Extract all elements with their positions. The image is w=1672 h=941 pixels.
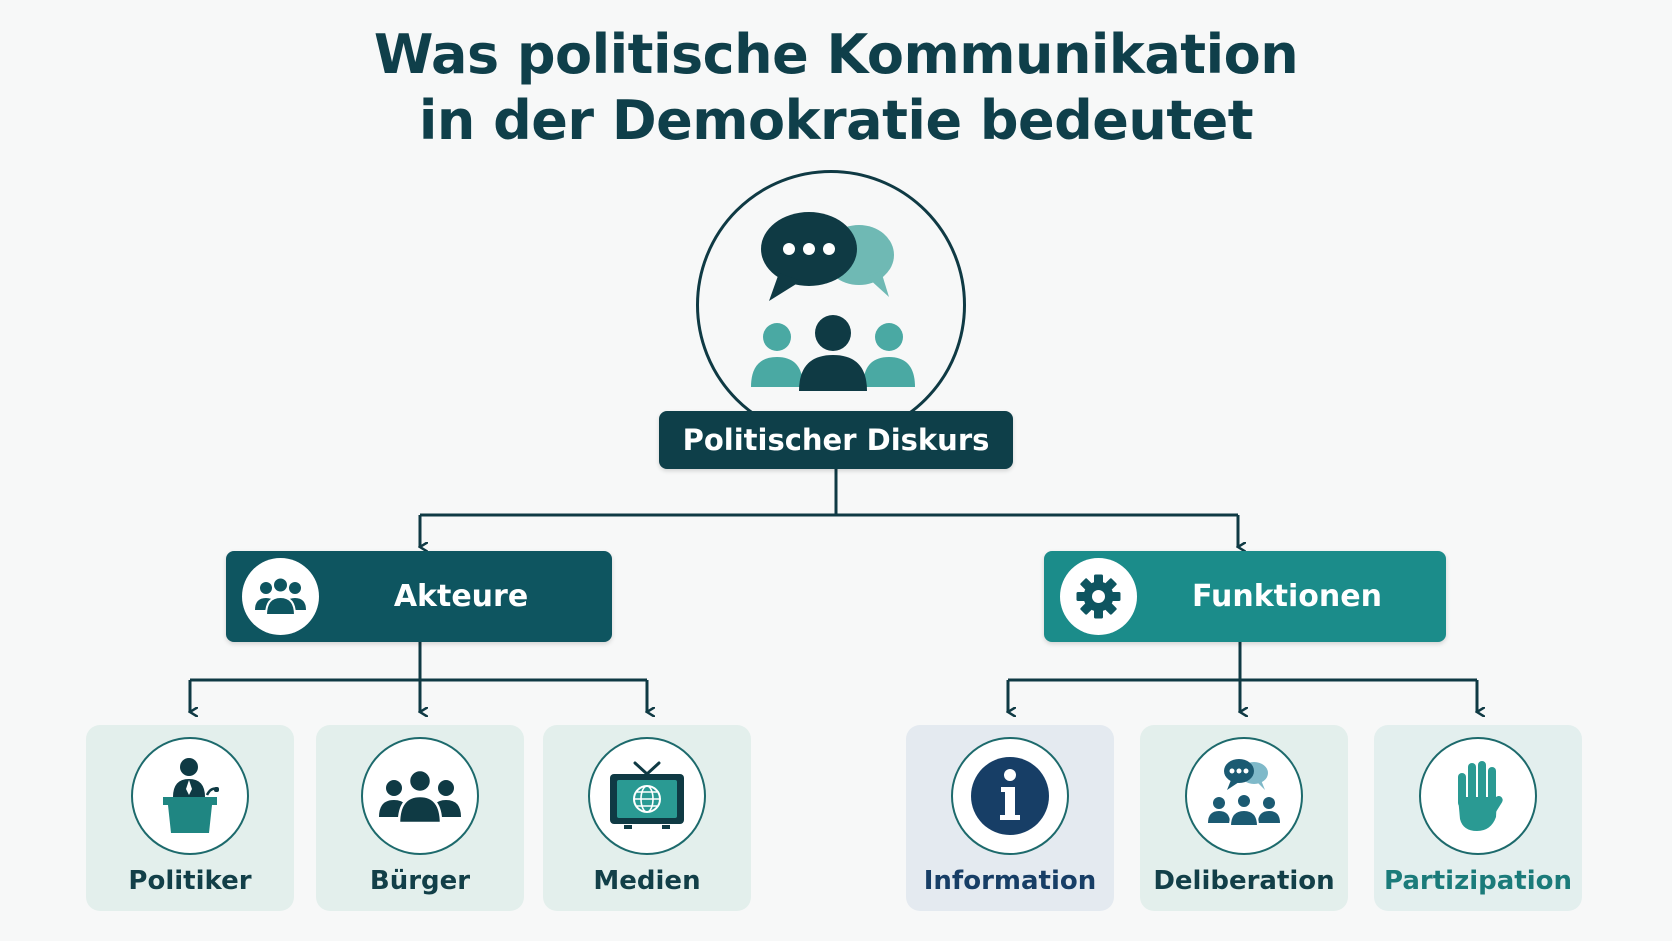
leaf-buerger-label: Bürger (369, 866, 471, 896)
leaf-buerger: Bürger (316, 725, 524, 911)
leaf-information-icon-circle (951, 737, 1069, 855)
leaf-medien-icon-circle (588, 737, 706, 855)
category-funktionen-label: Funktionen (1192, 579, 1382, 614)
info-icon (971, 757, 1049, 835)
category-akteure-label: Akteure (393, 579, 529, 614)
speech-bubbles-and-people-icon (751, 212, 915, 391)
root-hub (696, 170, 966, 440)
root-node-label: Politischer Diskurs (659, 411, 1013, 469)
speaker-podium-icon (163, 758, 219, 833)
leaf-information-label: Information (923, 866, 1097, 896)
title-line-2: in der Demokratie bedeutet (418, 89, 1254, 152)
leaf-politiker-label: Politiker (128, 866, 252, 896)
leaf-partizipation: Partizipation (1374, 725, 1582, 911)
category-funktionen-icon-badge (1060, 558, 1137, 635)
leaf-medien-label: Medien (593, 866, 701, 896)
leaf-buerger-icon-circle (361, 737, 479, 855)
leaf-medien: Medien (543, 725, 751, 911)
leaf-information: Information (906, 725, 1114, 911)
category-akteure: Akteure (226, 551, 612, 642)
leaf-partizipation-icon-circle (1419, 737, 1537, 855)
leaf-politiker-icon-circle (131, 737, 249, 855)
raised-hand-icon (1458, 761, 1503, 831)
category-akteure-icon-badge (242, 558, 319, 635)
citizens-group-icon (379, 768, 461, 825)
leaf-deliberation-label: Deliberation (1153, 866, 1335, 896)
group-icon (255, 576, 306, 616)
title-line-1: Was politische Kommunikation (373, 23, 1299, 86)
diagram-title: Was politische Kommunikation in der Demo… (0, 22, 1672, 154)
category-funktionen: Funktionen (1044, 551, 1446, 642)
tv-globe-icon (610, 761, 684, 829)
leaf-partizipation-label: Partizipation (1384, 866, 1572, 896)
leaf-politiker: Politiker (86, 725, 294, 911)
leaf-deliberation: Deliberation (1140, 725, 1348, 911)
leaf-deliberation-icon-circle (1185, 737, 1303, 855)
gear-icon (1076, 574, 1121, 619)
discussion-icon (1208, 759, 1280, 827)
